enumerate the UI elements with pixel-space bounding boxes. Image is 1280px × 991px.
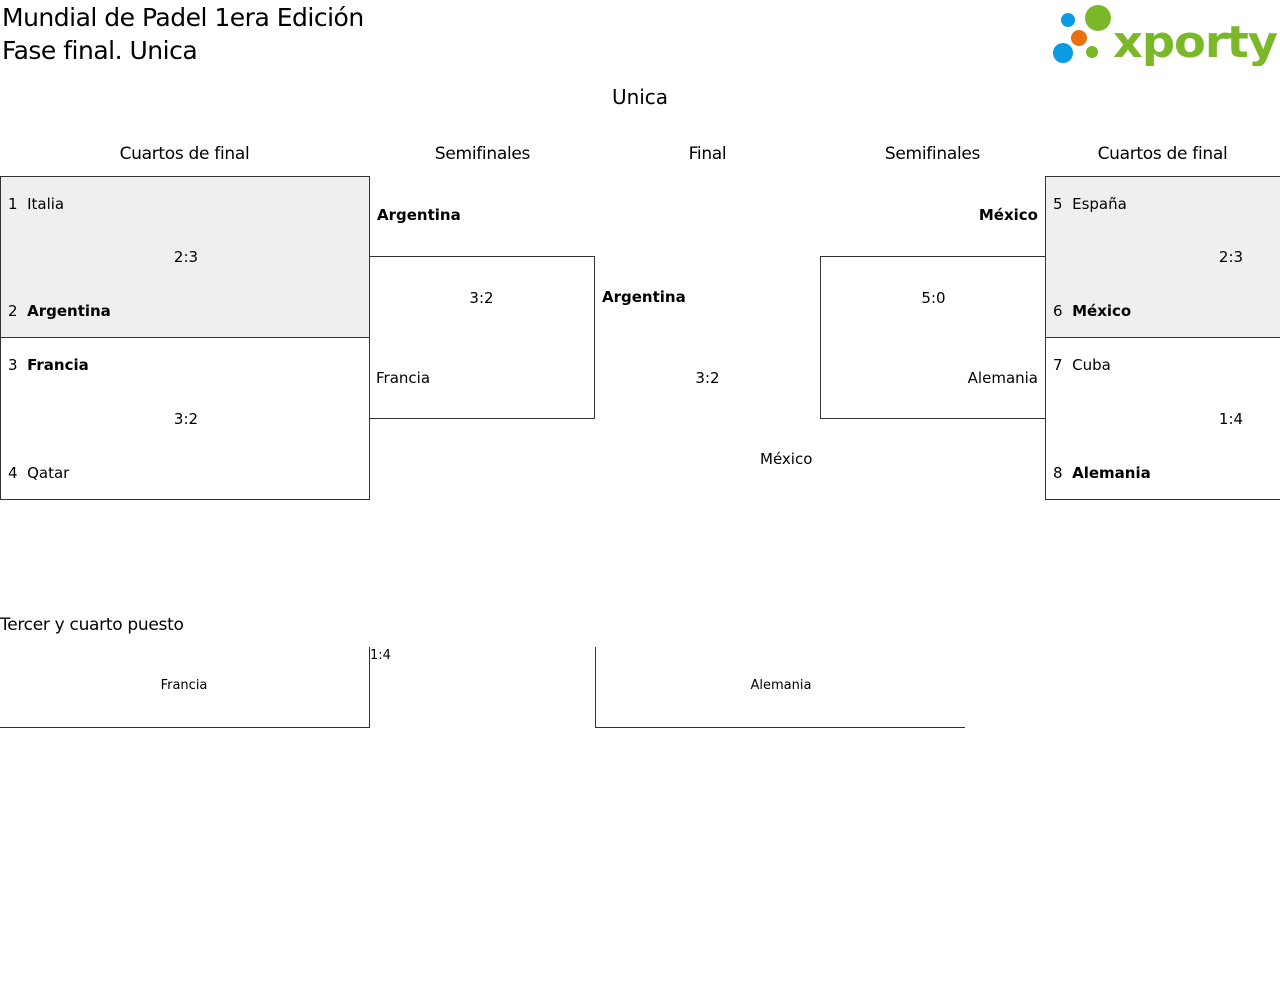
seed: 2 bbox=[8, 302, 18, 320]
match-sf-left[interactable]: 3:2 Francia bbox=[369, 256, 595, 419]
sf-left-team1: Argentina bbox=[377, 206, 461, 224]
match-sf-right[interactable]: 5:0 Alemania bbox=[820, 256, 1046, 419]
match-qf3[interactable]: 5 España 2:3 6 México bbox=[1045, 176, 1280, 338]
third-place-title: Tercer y cuarto puesto bbox=[0, 615, 184, 635]
col-header-sf-left: Semifinales bbox=[434, 144, 531, 164]
team-name: España bbox=[1072, 195, 1127, 213]
seed: 6 bbox=[1053, 302, 1063, 320]
third-place-team1-box[interactable]: Francia bbox=[0, 647, 370, 728]
seed: 3 bbox=[8, 356, 18, 374]
sf-right-team2: Alemania bbox=[967, 369, 1038, 387]
team-name: Qatar bbox=[27, 464, 70, 482]
team-name: Italia bbox=[27, 195, 65, 213]
final-score: 3:2 bbox=[695, 369, 720, 387]
seed: 1 bbox=[8, 195, 18, 213]
team-name: Francia bbox=[160, 678, 208, 693]
seed: 5 bbox=[1053, 195, 1063, 213]
match-score: 1:4 bbox=[1218, 410, 1244, 428]
team-name-winner: Francia bbox=[27, 356, 89, 374]
xporty-logo: xporty bbox=[1050, 4, 1280, 68]
col-header-final: Final bbox=[688, 144, 727, 164]
col-header-qf-left: Cuartos de final bbox=[119, 144, 250, 164]
match-qf1[interactable]: 1 Italia 2:3 2 Argentina bbox=[0, 176, 370, 338]
match-score: 3:2 bbox=[469, 289, 494, 307]
third-place-team2-box[interactable]: Alemania bbox=[595, 647, 965, 728]
team-name-winner: México bbox=[1072, 302, 1132, 320]
svg-text:xporty: xporty bbox=[1113, 17, 1277, 66]
phase-title: Fase final. Unica bbox=[2, 36, 198, 65]
match-score: 3:2 bbox=[173, 410, 199, 428]
seed: 4 bbox=[8, 464, 18, 482]
match-qf4[interactable]: 7 Cuba 1:4 8 Alemania bbox=[1045, 337, 1280, 500]
team-name: Cuba bbox=[1072, 356, 1111, 374]
match-qf2[interactable]: 3 Francia 3:2 4 Qatar bbox=[0, 337, 370, 500]
col-header-sf-right: Semifinales bbox=[884, 144, 981, 164]
team-name-winner: Argentina bbox=[27, 302, 111, 320]
match-score: 2:3 bbox=[1218, 248, 1244, 266]
stage-title: Unica bbox=[611, 85, 669, 109]
seed: 7 bbox=[1053, 356, 1063, 374]
team-name: Alemania bbox=[750, 678, 812, 693]
third-place-score: 1:4 bbox=[370, 648, 391, 663]
match-score: 2:3 bbox=[173, 248, 199, 266]
sf-right-team1: México bbox=[978, 206, 1038, 224]
final-team2: México bbox=[760, 450, 813, 468]
match-score: 5:0 bbox=[921, 289, 946, 307]
team-name-winner: Alemania bbox=[1072, 464, 1151, 482]
sf-left-team2: Francia bbox=[376, 369, 431, 387]
tournament-title: Mundial de Padel 1era Edición bbox=[2, 3, 364, 32]
col-header-qf-right: Cuartos de final bbox=[1097, 144, 1228, 164]
seed: 8 bbox=[1053, 464, 1063, 482]
final-team1: Argentina bbox=[602, 288, 686, 306]
